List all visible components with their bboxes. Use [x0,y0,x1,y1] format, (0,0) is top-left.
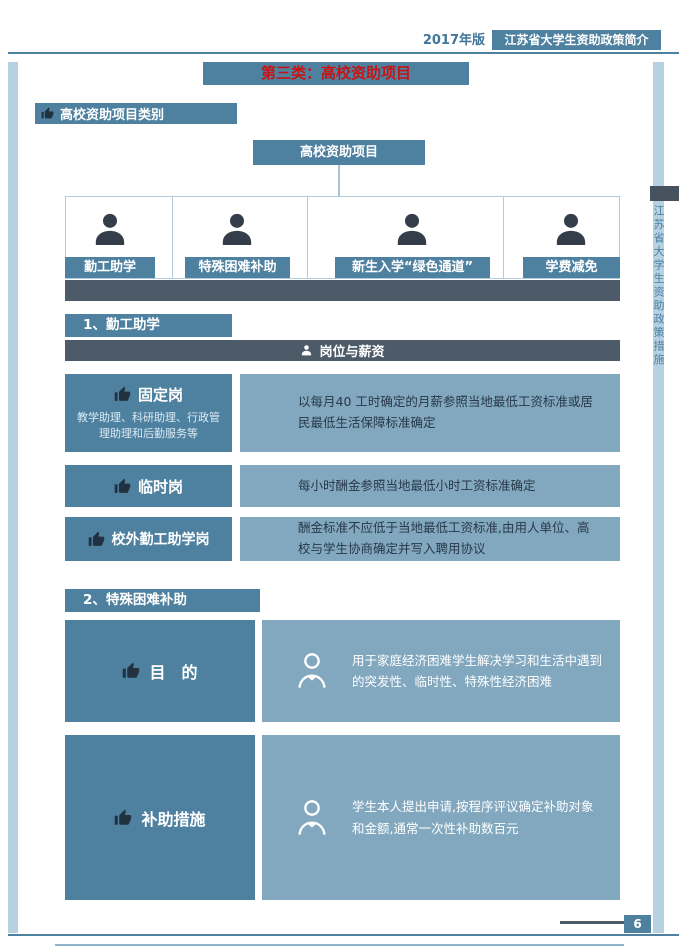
fixed-post-box: 固定岗 教学助理、科研助理、行政管理助理和后勤服务等 [65,374,232,452]
flowchart-separator [307,197,308,278]
temp-post-box: 临时岗 [65,465,232,507]
purpose-label: 目 的 [149,663,198,682]
flowchart-frame [65,196,620,279]
flowchart-footer-bar [65,280,620,301]
off-campus-post-desc-text: 酬金标准不应低于当地最低工资标准,由用人单位、高校与学生协商确定并写入聘用协议 [298,520,590,556]
fixed-post-heading: 固定岗 [114,384,183,405]
student-glasses-icon [217,210,257,250]
sidebar-vertical-title: 江苏省大学生资助政策措施 [652,205,665,367]
subsidy-measures-desc-box: 学生本人提出申请,按程序评议确定补助对象和金额,通常一次性补助数百元 [262,735,620,900]
positions-salary-header: 岗位与薪资 [65,340,620,361]
footer-rule [560,921,624,924]
freshman-icon [392,210,432,250]
fixed-post-label: 固定岗 [137,385,183,404]
student-outline-icon [292,796,332,840]
temp-post-desc: 每小时酬金参照当地最低小时工资标准确定 [240,465,620,507]
top-rule [8,52,679,54]
section2-title: 2、特殊困难补助 [65,589,260,612]
thumb-up-icon [114,809,132,827]
category-header-label: 高校资助项目类别 [60,108,165,123]
page-number-badge: 6 [624,915,651,933]
subsidy-measures-box: 补助措施 [65,735,255,900]
bottom-rule-2 [55,944,624,946]
fixed-post-sublabel: 教学助理、科研助理、行政管理助理和后勤服务等 [77,410,220,441]
subsidy-measures-desc-text: 学生本人提出申请,按程序评议确定补助对象和金额,通常一次性补助数百元 [352,799,594,836]
temp-post-desc-text: 每小时酬金参照当地最低小时工资标准确定 [298,477,536,493]
purpose-desc-text: 用于家庭经济困难学生解决学习和生活中遇到的突发性、临时性、特殊性经济困难 [352,652,603,689]
flowchart-item-tuition-waiver: 学费减免 [523,257,620,278]
right-stripe [653,62,664,933]
thumb-up-icon [114,478,131,495]
thumb-up-icon [114,386,131,403]
flowchart-item-green-channel: 新生入学“绿色通道” [335,257,490,278]
person-icon [300,344,313,357]
bottom-rule-1 [8,934,679,936]
off-campus-post-desc: 酬金标准不应低于当地最低工资标准,由用人单位、高校与学生协商确定并写入聘用协议 [240,517,620,561]
purpose-box: 目 的 [65,620,255,722]
flowchart-separator [172,197,173,278]
subsidy-measures-label: 补助措施 [141,809,206,829]
flowchart-separator [503,197,504,278]
left-stripe [8,62,18,933]
off-campus-post-label: 校外勤工助学岗 [111,532,210,548]
booklet-title: 江苏省大学生资助政策简介 [492,30,661,50]
flowchart-connector [338,165,340,196]
fixed-post-desc: 以每月40 工时确定的月薪参照当地最低工资标准或居民最低生活保障标准确定 [240,374,620,452]
section-banner: 第三类：高校资助项目 [203,62,469,85]
flowchart-root-box: 高校资助项目 [253,140,425,165]
off-campus-post-box: 校外勤工助学岗 [65,517,232,561]
section1-title: 1、勤工助学 [65,314,232,337]
student-outline-icon [292,649,332,693]
tuition-student-icon [551,210,591,250]
thumb-up-icon [41,107,54,120]
fixed-post-desc-text: 以每月40 工时确定的月薪参照当地最低工资标准或居民最低生活保障标准确定 [298,394,593,430]
flowchart-item-work-study: 勤工助学 [65,257,155,278]
student-worker-icon [90,210,130,250]
flowchart-item-special-hardship: 特殊困难补助 [185,257,290,278]
sidebar-tab [650,186,679,201]
thumb-up-icon [122,662,140,680]
temp-post-label: 临时岗 [137,477,183,496]
category-header: 高校资助项目类别 [35,103,237,124]
purpose-desc-box: 用于家庭经济困难学生解决学习和生活中遇到的突发性、临时性、特殊性经济困难 [262,620,620,722]
edition-label: 2017年版 [422,33,485,48]
thumb-up-icon [88,531,105,548]
positions-salary-label: 岗位与薪资 [319,345,385,360]
